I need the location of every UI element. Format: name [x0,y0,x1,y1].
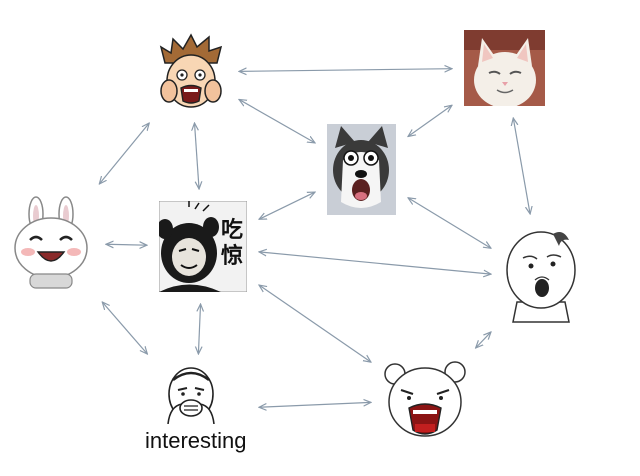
node-boy [155,33,227,111]
edge-cat-seal [513,118,530,214]
edge-boy-rabbit [99,123,149,184]
edge-boy-cat [239,69,452,72]
edge-rabbit-man [102,302,147,354]
edge-panda-bear [259,285,371,362]
edge-seal-bear [476,332,491,348]
laughing-rabbit-icon [8,196,94,290]
edge-husky-seal [408,198,491,248]
node-cat [464,30,545,106]
edge-boy-panda [195,123,200,189]
node-man [160,366,222,424]
shocked-husky-icon [327,124,396,215]
smug-cat-icon [464,30,545,106]
edge-rabbit-panda [106,244,147,245]
interesting-caption: interesting [145,428,247,454]
edge-panda-seal [259,252,491,274]
node-seal [503,226,580,332]
edge-husky-panda [259,192,315,219]
thinking-man-icon [160,366,222,424]
surprised-seal-icon [503,226,580,332]
panda-stamp-bottom: 惊 [221,245,243,267]
panda-stamp-top: 吃 [221,219,243,241]
screaming-boy-icon [155,33,227,111]
node-bear [383,360,469,440]
node-panda: 吃 惊 [159,201,247,292]
edge-man-bear [259,402,371,407]
node-rabbit [8,196,94,290]
node-husky [327,124,396,215]
edge-panda-man [198,304,200,354]
edge-boy-husky [239,99,315,142]
shouting-bear-icon [383,360,469,440]
edge-cat-husky [408,105,452,136]
